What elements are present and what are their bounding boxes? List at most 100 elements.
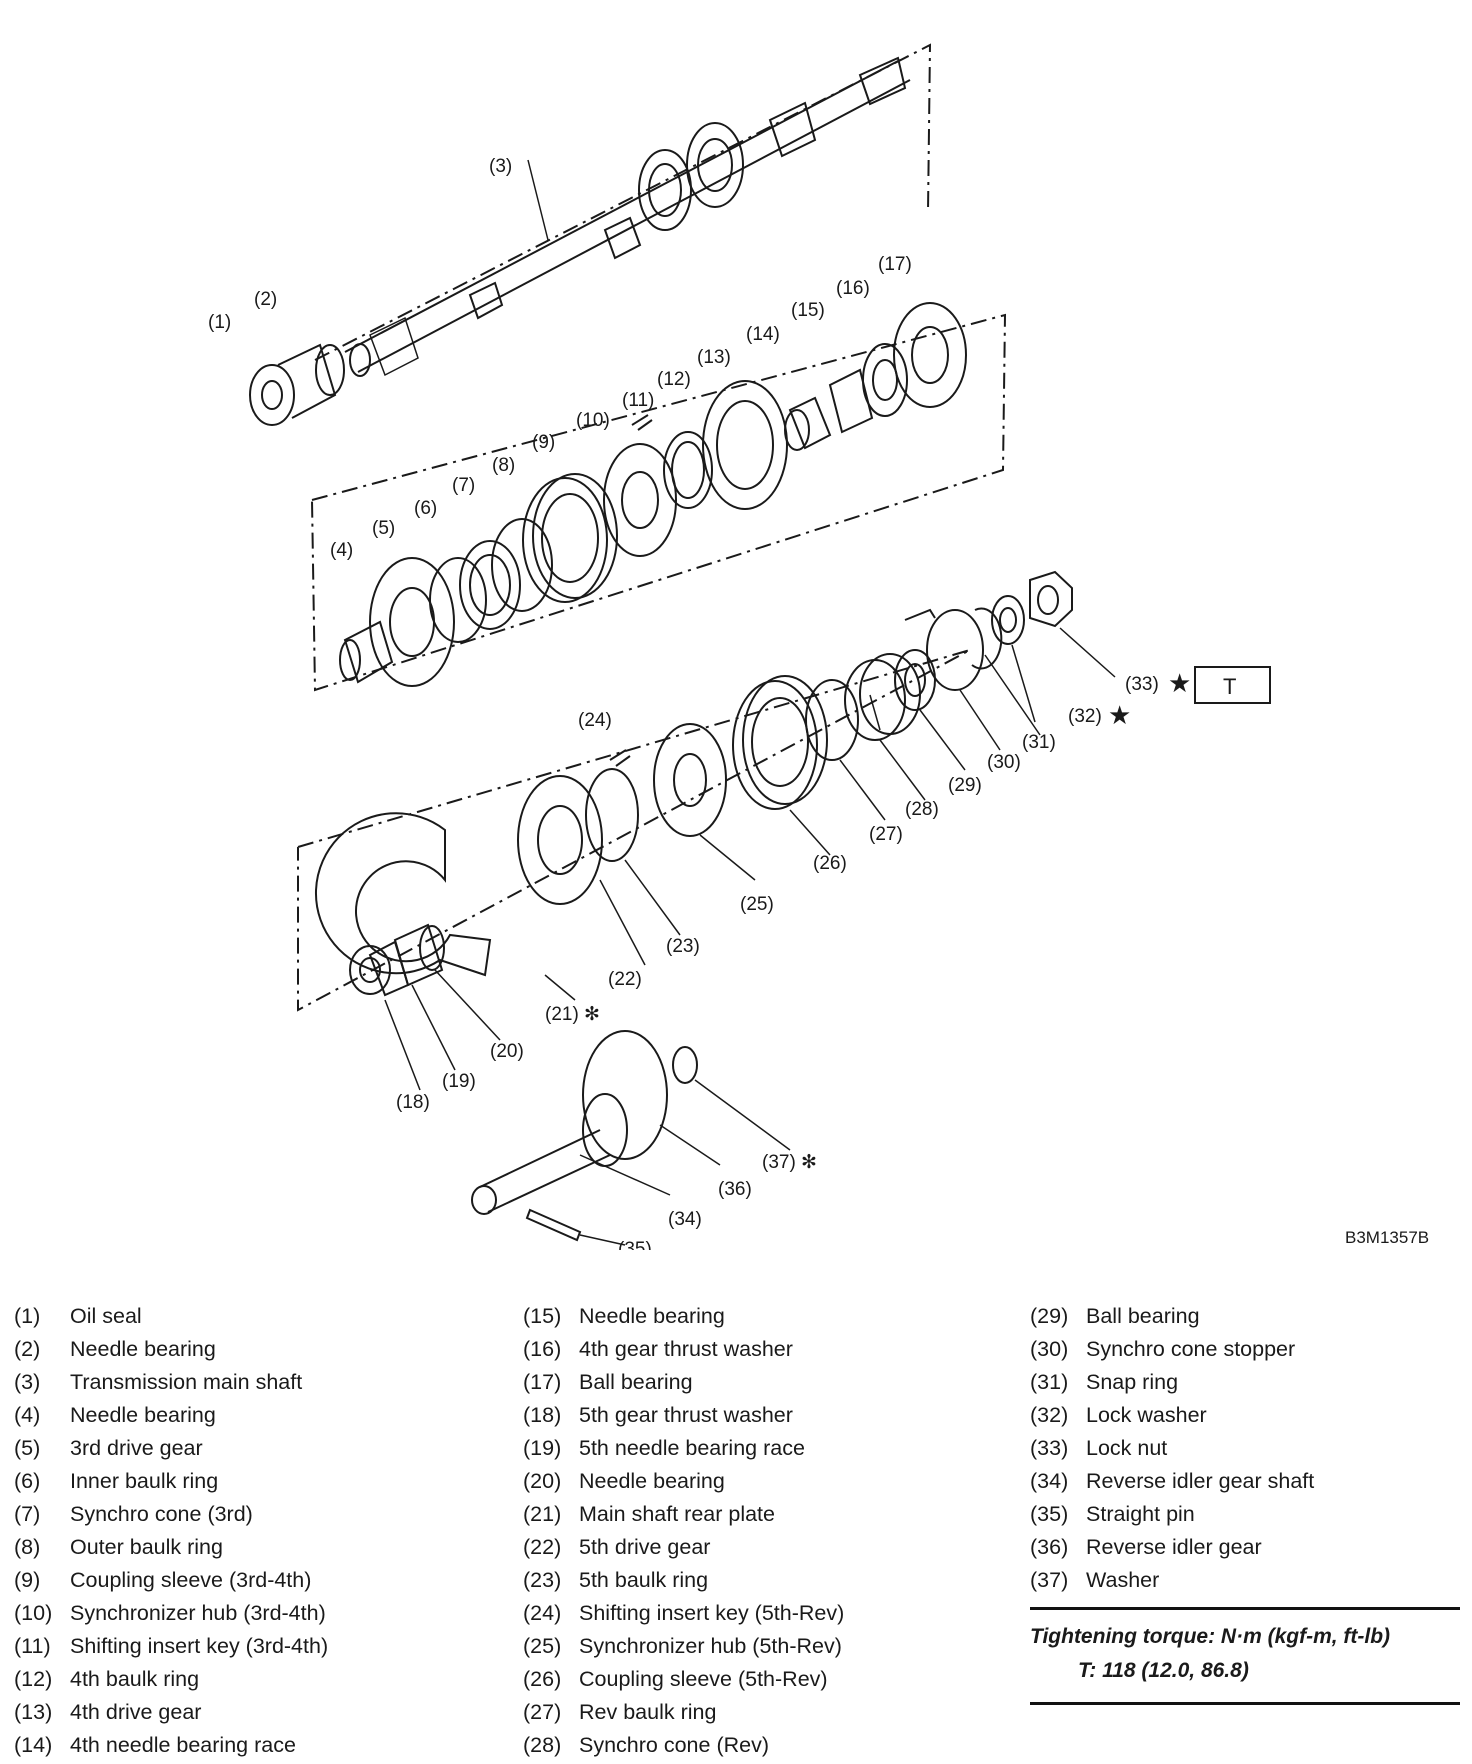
legend-number: (11): [14, 1634, 51, 1658]
coupling-sleeve-5-rev-part: [732, 675, 828, 810]
legend-item: (13) 4th drive gear: [14, 1696, 328, 1729]
legend-label: Straight pin: [1086, 1502, 1195, 1526]
legend-label: Reverse idler gear: [1086, 1535, 1262, 1559]
legend-number: (25): [523, 1634, 562, 1658]
legend-number: (5): [14, 1436, 41, 1460]
legend-item: (9)Coupling sleeve (3rd-4th): [14, 1564, 328, 1597]
legend-item: (6)Inner baulk ring: [14, 1465, 328, 1498]
callout-17: (17): [878, 254, 912, 275]
callout-37: (37): [762, 1152, 796, 1173]
legend-number: (4): [14, 1403, 41, 1427]
legend-number: (36): [1030, 1535, 1069, 1559]
legend-label: Transmission main shaft: [70, 1370, 303, 1394]
tightening-torque-note: Tightening torque: N·m (kgf-m, ft-lb) T:…: [1030, 1607, 1460, 1705]
callout-36: (36): [718, 1179, 752, 1200]
callout-14: (14): [746, 324, 780, 345]
callout-22: (22): [608, 969, 642, 990]
legend-item: (25)Synchronizer hub (5th-Rev): [523, 1630, 844, 1663]
legend-label: Washer: [1086, 1568, 1160, 1592]
callout-25: (25): [740, 894, 774, 915]
legend-number: (20): [523, 1469, 562, 1493]
legend-label: Reverse idler gear shaft: [1086, 1469, 1315, 1493]
torque-title: Tightening torque: N·m (kgf-m, ft-lb): [1030, 1625, 1391, 1648]
legend-label: 5th needle bearing race: [579, 1436, 805, 1460]
legend-number: (15): [523, 1304, 562, 1328]
legend-item: (2)Needle bearing: [14, 1333, 328, 1366]
torque-box-label: T: [1223, 674, 1236, 699]
ball-bearing-17-part: [893, 302, 967, 408]
torque-value: T: 118 (12.0, 86.8): [1078, 1659, 1249, 1682]
legend-label: Lock washer: [1086, 1403, 1207, 1427]
legend-item: (10)Synchronizer hub (3rd-4th): [14, 1597, 328, 1630]
reverse-idler-gear-shaft-part: [471, 1129, 611, 1215]
callout-35: (35): [618, 1239, 652, 1250]
legend-number: (7): [14, 1502, 41, 1526]
outer-baulk-ring-part: [491, 518, 553, 612]
legend-number: (33): [1030, 1436, 1069, 1460]
legend-label: Main shaft rear plate: [579, 1502, 775, 1526]
needle-bearing-15-part: [828, 368, 874, 434]
legend-label: Inner baulk ring: [70, 1469, 219, 1493]
legend-label: 5th gear thrust washer: [579, 1403, 793, 1427]
legend-item: (7)Synchro cone (3rd): [14, 1498, 328, 1531]
legend-item: (16)4th gear thrust washer: [523, 1333, 844, 1366]
legend-label: Ball bearing: [1086, 1304, 1200, 1328]
callout-6: (6): [414, 498, 437, 519]
synchro-cone-rev-part: [844, 653, 921, 741]
legend-number: (28): [523, 1733, 562, 1757]
legend-label: Outer baulk ring: [70, 1535, 223, 1559]
callout-32: (32): [1068, 706, 1102, 727]
legend-number: (10): [14, 1601, 53, 1625]
4th-drive-gear-part: [702, 380, 788, 510]
callout-19: (19): [442, 1071, 476, 1092]
legend-item: (23) 5th baulk ring: [523, 1564, 844, 1597]
legend-label: Lock nut: [1086, 1436, 1168, 1460]
legend-item: (1)Oil seal: [14, 1300, 328, 1333]
legend-number: (23): [523, 1568, 562, 1592]
4th-needle-bearing-race-part: [784, 396, 832, 451]
straight-pin-part: [525, 1208, 582, 1242]
legend-label: 5th baulk ring: [579, 1568, 709, 1592]
legend-label: 4th needle bearing race: [70, 1733, 296, 1757]
legend-number: (34): [1030, 1469, 1069, 1493]
5th-baulk-ring-part: [585, 768, 639, 862]
legend-label: 5th drive gear: [579, 1535, 711, 1559]
legend-item: (20) Needle bearing: [523, 1465, 844, 1498]
figure-code: B3M1357B: [1345, 1228, 1430, 1247]
legend-item: (12)4th baulk ring: [14, 1663, 328, 1696]
legend-number: (35): [1030, 1502, 1069, 1526]
callout-27: (27): [869, 824, 903, 845]
legend-number: (9): [14, 1568, 41, 1592]
callout-21: (21): [545, 1004, 579, 1025]
legend-label: 4th gear thrust washer: [579, 1337, 793, 1361]
needle-bearing-part: [277, 343, 345, 419]
synchro-cone-part: [459, 540, 521, 630]
shifting-insert-key-3-4-part: [631, 414, 653, 431]
legend-number: (29): [1030, 1304, 1069, 1328]
shaft-gear-2: [686, 122, 744, 208]
shaft-gear-1: [638, 149, 692, 231]
synchronizer-hub-3-4-part: [603, 443, 677, 557]
shifting-insert-key-5-rev-part: [609, 749, 631, 767]
legend-label: Needle bearing: [579, 1469, 725, 1493]
legend-label: 4th drive gear: [70, 1700, 202, 1724]
callout-32-star: ★: [1108, 700, 1131, 730]
legend-label: Shifting insert key (3rd-4th): [70, 1634, 329, 1658]
legend-item: (37) Washer: [1030, 1564, 1314, 1597]
legend-number: (37): [1030, 1568, 1069, 1592]
legend-number: (13): [14, 1700, 53, 1724]
torque-indicator-box: [1194, 666, 1271, 704]
callout-31: (31): [1022, 732, 1056, 753]
legend-number: (1): [14, 1304, 41, 1328]
callout-11: (11): [622, 390, 654, 411]
legend-number: (30): [1030, 1337, 1069, 1361]
oil-seal-part: [249, 364, 295, 426]
3rd-drive-gear-part: [369, 557, 455, 687]
legend-item: (28)Synchro cone (Rev): [523, 1729, 844, 1762]
legend-item: (34) Reverse idler gear shaft: [1030, 1465, 1314, 1498]
callout-34: (34): [668, 1209, 702, 1230]
legend-label: 3rd drive gear: [70, 1436, 203, 1460]
synchronizer-hub-5-rev-part: [653, 723, 727, 837]
needle-bearing-4-part: [339, 620, 394, 684]
callout-21-asterisk: ✻: [584, 1004, 600, 1025]
